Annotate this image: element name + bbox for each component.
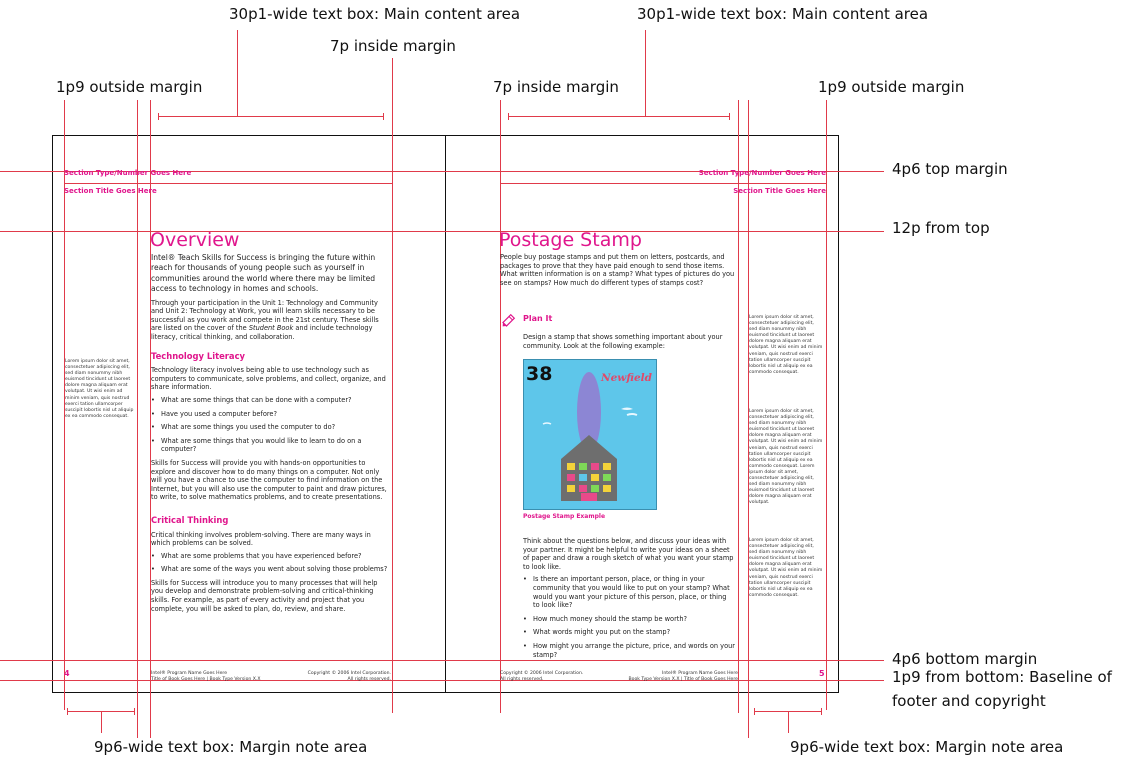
list-item: Have you used a computer before? xyxy=(151,410,391,419)
section-title-left: Section Title Goes Here xyxy=(64,187,157,195)
guide-inside-margin-left xyxy=(392,58,393,713)
callout-inside-margin-right: 7p inside margin xyxy=(493,78,619,96)
callout-baseline-line2: footer and copyright xyxy=(892,692,1046,710)
copyright-left: Copyright © 2006 Intel Corporation. xyxy=(307,671,391,676)
guide-main-content-right-edge xyxy=(738,100,739,713)
main-content-right: People buy postage stamps and put them o… xyxy=(500,253,736,291)
pencil-icon xyxy=(502,313,516,327)
page-number-left: 4 xyxy=(64,669,70,678)
list-item: What are some things that can be done wi… xyxy=(151,396,391,405)
callout-margin-note-left: 9p6-wide text box: Margin note area xyxy=(94,738,368,756)
width-bar-tick xyxy=(134,708,135,715)
guide-section-rule-right xyxy=(500,183,826,184)
guide-from-top xyxy=(0,231,884,232)
body-paragraph: Skills for Success will provide you with… xyxy=(151,458,387,502)
width-bar-main-right xyxy=(508,116,730,117)
callout-main-content-right: 30p1-wide text box: Main content area xyxy=(637,5,929,23)
callout-outside-margin-left: 1p9 outside margin xyxy=(56,78,203,96)
body-paragraph: Technology literacy involves being able … xyxy=(151,366,386,392)
stamp-price: 38 xyxy=(526,363,552,385)
guide-section-rule-left xyxy=(64,183,392,184)
page-title-overview: Overview xyxy=(150,229,240,251)
page-title-postage-stamp: Postage Stamp xyxy=(499,229,642,251)
body-paragraph: Critical thinking involves problem-solvi… xyxy=(151,530,371,548)
callout-baseline-line1: 1p9 from bottom: Baseline of xyxy=(892,668,1112,686)
section-title-right: Section Title Goes Here xyxy=(733,187,826,195)
list-item: Is there an important person, place, or … xyxy=(523,575,735,609)
heading-technology-literacy: Technology Literacy xyxy=(151,350,246,361)
footer-program-right: Intel® Program Name Goes Here xyxy=(661,671,738,676)
width-bar-tick xyxy=(821,708,822,715)
callout-bottom-margin: 4p6 bottom margin xyxy=(892,650,1038,668)
guide-margin-note-right-edge-left xyxy=(137,100,138,738)
copyright-rights-right: All rights reserved. xyxy=(500,677,544,682)
intro-paragraph: People buy postage stamps and put them o… xyxy=(500,253,735,287)
guide-margin-note-left-edge-right xyxy=(748,100,749,738)
width-bar-tick xyxy=(383,113,384,120)
width-bar-tick xyxy=(67,708,68,715)
callout-inside-margin-left: 7p inside margin xyxy=(330,37,456,55)
list-item: How much money should the stamp be worth… xyxy=(523,615,735,624)
intro-paragraph: Intel® Teach Skills for Success is bring… xyxy=(151,253,376,294)
footer-version-left: Title of Book Goes Here | Book Type Vers… xyxy=(151,677,261,682)
guide-outside-margin-left xyxy=(64,100,65,710)
heading-plan-it: Plan It xyxy=(523,314,553,323)
postage-stamp-image: 38 Newfield xyxy=(523,359,657,510)
width-bar-tick xyxy=(508,113,509,120)
body-paragraph: Skills for Success will introduce you to… xyxy=(151,578,378,613)
guide-bottom-margin xyxy=(0,660,884,661)
list-item: How might you arrange the picture, price… xyxy=(523,642,735,659)
margin-note-right-1: Lorem ipsum dolor sit amet, consectetuer… xyxy=(749,315,823,375)
list-item: What are some things you used the comput… xyxy=(151,423,391,432)
footer-program-left: Intel® Program Name Goes Here xyxy=(151,671,228,676)
callout-leader-main-right xyxy=(645,30,646,116)
copyright-right: Copyright © 2006 Intel Corporation. xyxy=(500,671,584,676)
right-page xyxy=(445,135,839,693)
heading-critical-thinking: Critical Thinking xyxy=(151,514,229,525)
stamp-word: Newfield xyxy=(600,372,653,384)
copyright-rights-left: All rights reserved. xyxy=(347,677,391,682)
page-number-right: 5 xyxy=(819,669,825,678)
width-bar-tick xyxy=(754,708,755,715)
section-type-right: Section Type/Number Goes Here xyxy=(698,169,826,177)
width-bar-tick xyxy=(729,113,730,120)
image-caption: Postage Stamp Example xyxy=(523,513,606,520)
margin-note-right-2: Lorem ipsum dolor sit amet, consectetuer… xyxy=(749,409,823,506)
list-item: What are some problems that you have exp… xyxy=(151,552,391,561)
width-bar-main-left xyxy=(158,116,384,117)
callout-leader-note-left xyxy=(101,711,102,733)
callout-leader-main-left xyxy=(237,30,238,116)
body-paragraph: Think about the questions below, and dis… xyxy=(523,537,734,571)
guide-inside-margin-right xyxy=(500,100,501,713)
callout-from-top: 12p from top xyxy=(892,219,990,237)
callout-main-content-left: 30p1-wide text box: Main content area xyxy=(229,5,521,23)
discussion-block: Think about the questions below, and dis… xyxy=(523,537,735,664)
callout-leader-note-right xyxy=(788,711,789,733)
guide-outside-margin-right xyxy=(826,100,827,710)
main-content-left: Intel® Teach Skills for Success is bring… xyxy=(151,253,391,617)
plan-instructions: Design a stamp that shows something impo… xyxy=(523,333,723,350)
guide-top-margin xyxy=(0,171,884,172)
list-item: What are some things that you would like… xyxy=(151,437,391,454)
margin-note-right-3: Lorem ipsum dolor sit amet, consectetuer… xyxy=(749,538,823,598)
guide-baseline xyxy=(0,680,884,681)
footer-version-right: Book Type Version X.X | Title of Book Go… xyxy=(628,677,738,682)
section-type-left: Section Type/Number Goes Here xyxy=(64,169,192,177)
list-item: What words might you put on the stamp? xyxy=(523,628,735,637)
guide-main-content-left-edge xyxy=(150,100,151,738)
callout-margin-note-right: 9p6-wide text box: Margin note area xyxy=(790,738,1064,756)
callout-top-margin: 4p6 top margin xyxy=(892,160,1008,178)
list-item: What are some of the ways you went about… xyxy=(151,565,391,574)
callout-outside-margin-right: 1p9 outside margin xyxy=(818,78,965,96)
margin-note-left: Lorem ipsum dolor sit amet, consectetuer… xyxy=(65,359,134,419)
body-paragraph: Through your participation in the Unit 1… xyxy=(151,298,379,341)
width-bar-tick xyxy=(158,113,159,120)
